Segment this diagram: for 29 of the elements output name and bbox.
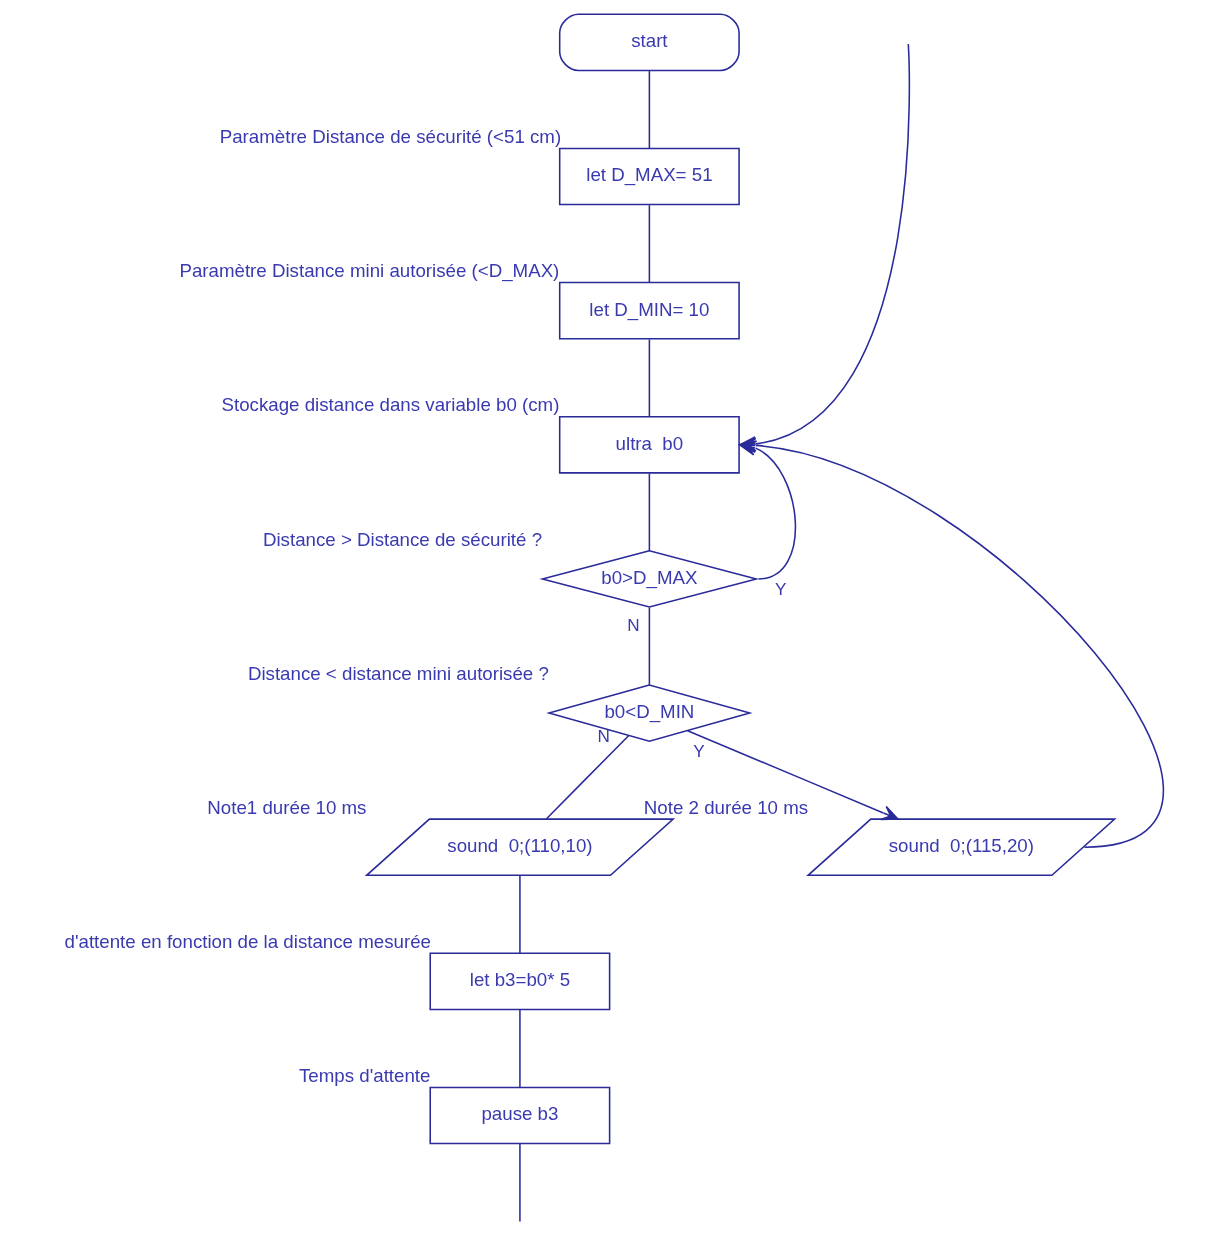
edge-label: N <box>627 615 640 636</box>
connector <box>545 734 630 820</box>
node-box: let D_MIN= 10 <box>558 281 740 340</box>
node-label: Note 2 durée 10 ms <box>643 796 809 818</box>
connector <box>648 204 651 284</box>
connector <box>519 1143 521 1223</box>
node-label: Distance < distance mini autorisée ? <box>247 662 549 684</box>
edge-label: Y <box>693 741 705 762</box>
node-label: d'attente en fonction de la distance mesurée <box>64 930 431 952</box>
connector <box>648 472 651 552</box>
node-label: Temps d'attente <box>298 1065 431 1087</box>
connector <box>648 338 651 418</box>
connector <box>648 70 651 150</box>
node-box: let b3=b0* 5 <box>429 952 611 1011</box>
edge-label: Y <box>774 578 787 599</box>
node-label: Paramètre Distance mini autorisée (<D_MAX) <box>179 260 560 282</box>
node-box: start <box>558 13 740 72</box>
node-box: pause b3 <box>429 1086 611 1145</box>
node-label: Note1 durée 10 ms <box>207 796 367 818</box>
node-label: Distance > Distance de sécurité ? <box>262 528 543 550</box>
connector <box>648 606 651 686</box>
connector <box>519 875 521 954</box>
node-box: ultra b0 <box>558 415 740 474</box>
arrow <box>686 729 899 821</box>
node-label: Paramètre Distance de sécurité (<51 cm) <box>219 126 562 148</box>
connector <box>519 1009 521 1089</box>
node-box: let D_MAX= 51 <box>558 147 740 206</box>
node-label: Stockage distance dans variable b0 (cm) <box>221 394 560 416</box>
node-diamond: b0>D_MAX <box>539 550 760 608</box>
